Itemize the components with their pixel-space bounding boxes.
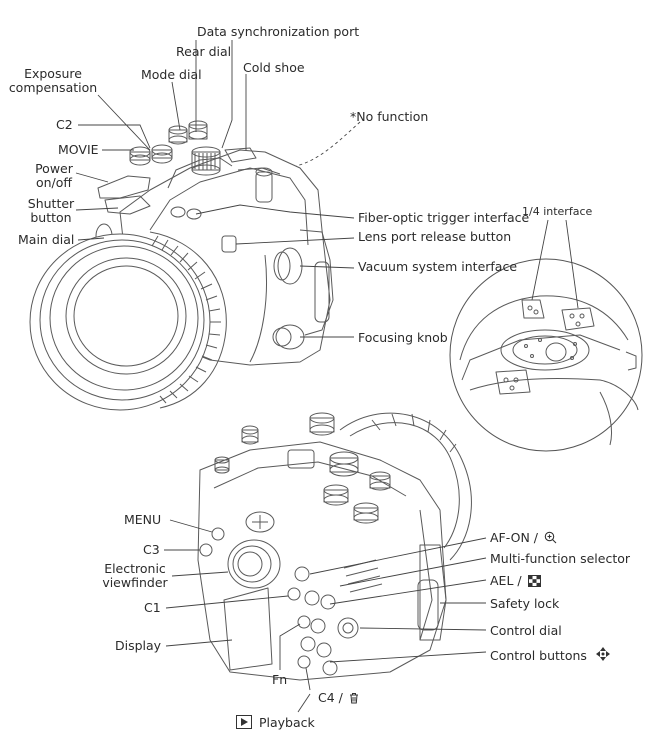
label-evf-line2: viewfinder [102,575,168,590]
label-ael: AEL / [490,574,541,588]
label-playback: Playback [236,715,315,730]
label-movie: MOVIE [58,142,99,157]
label-ael-text: AEL / [490,573,522,588]
label-evf-line1: Electronic [104,561,166,576]
label-shutter-line1: Shutter [27,196,75,211]
label-cold-shoe: Cold shoe [243,60,305,75]
label-mode-dial: Mode dial [141,67,202,82]
inset-detail-drawing [449,258,643,452]
leader-lines [75,40,579,713]
label-fiber-optic: Fiber-optic trigger interface [358,210,530,225]
label-lens-port-release: Lens port release button [358,229,512,244]
magnifier-plus-icon [544,531,557,544]
label-exposure-compensation: Exposure compensation [8,67,98,95]
label-safety-lock: Safety lock [490,596,560,611]
label-shutter-button: Shutter button [27,197,75,225]
label-shutter-line2: button [30,210,72,225]
label-power-line1: Power [35,161,73,176]
label-fn: Fn [272,672,288,687]
play-icon [236,715,252,729]
label-exposure-line2: compensation [8,80,98,95]
trash-icon [349,693,358,704]
label-electronic-viewfinder: Electronic viewfinder [100,562,170,590]
label-control-buttons: Control buttons [490,646,611,663]
bottom-housing-drawing [197,412,472,681]
label-rear-dial: Rear dial [176,44,232,59]
label-control-dial: Control dial [490,623,562,638]
checker-grid-icon [527,575,541,587]
label-c2: C2 [56,117,73,132]
top-housing-drawing [29,120,334,411]
label-c4: C4 / [318,691,359,705]
label-focusing-knob: Focusing knob [358,330,448,345]
label-display: Display [115,638,162,653]
label-playback-text: Playback [258,715,315,730]
label-control-buttons-text: Control buttons [490,648,587,663]
label-power-line2: on/off [35,175,73,190]
label-no-function: *No function [350,109,429,124]
label-data-sync-port: Data synchronization port [197,24,360,39]
four-way-arrows-icon [595,647,610,661]
label-menu: MENU [124,512,162,527]
label-vacuum-interface: Vacuum system interface [358,259,518,274]
label-power: Power on/off [32,162,76,190]
label-exposure-line1: Exposure [24,66,82,81]
label-quarter-interface: 1/4 interface [522,205,593,218]
label-multi-function-selector: Multi-function selector [490,551,631,566]
label-c3: C3 [143,542,160,557]
label-c1: C1 [144,600,161,615]
label-c4-text: C4 / [318,690,343,705]
label-af-on-text: AF-ON / [490,530,538,545]
label-af-on: AF-ON / [490,531,557,545]
label-main-dial: Main dial [18,232,75,247]
